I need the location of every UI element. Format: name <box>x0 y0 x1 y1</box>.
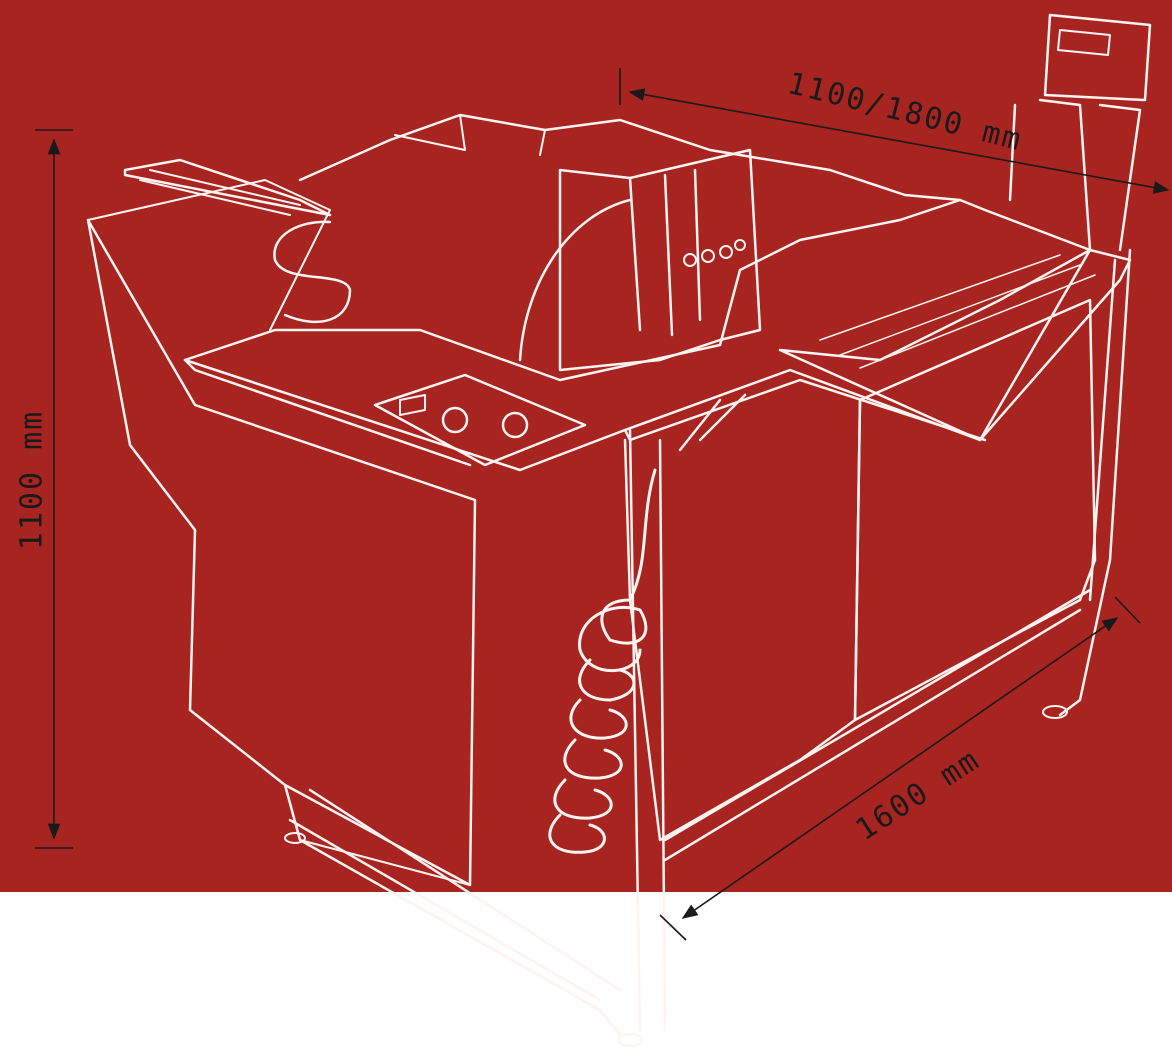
estop-button <box>501 411 529 439</box>
dimension-lines <box>35 68 1170 941</box>
machine-line-art <box>86 13 1152 1047</box>
left-cabinet <box>86 218 477 887</box>
cabinet-center-column <box>628 428 667 1032</box>
display-tower <box>1043 13 1152 102</box>
valve-4 <box>734 239 746 251</box>
valve-2 <box>701 249 715 263</box>
rear-rail-bar <box>139 169 301 216</box>
rear-top-edge <box>394 114 546 156</box>
foot-left <box>284 832 306 844</box>
hose-nozzle <box>678 393 747 452</box>
rear-rail <box>123 158 332 217</box>
depth-arrow <box>681 617 1119 919</box>
right-table <box>778 248 1132 442</box>
control-plate <box>373 373 587 467</box>
central-pedestal <box>558 148 762 372</box>
right-table-grid <box>819 254 1096 369</box>
control-knob <box>399 394 426 416</box>
valve-3 <box>719 245 733 259</box>
depth-tick-right <box>1114 596 1141 624</box>
right-leg <box>1058 248 1132 717</box>
base-crossbar <box>299 839 471 886</box>
base-frame <box>283 783 622 1037</box>
coiled-hose <box>548 468 657 854</box>
control-dial <box>441 406 469 434</box>
valve-1 <box>683 253 697 267</box>
left-cabinet-side <box>87 179 331 331</box>
table-front-edge <box>183 358 987 467</box>
depth-tick-left <box>659 914 687 941</box>
display-screen <box>1057 29 1111 56</box>
pedestal-arc <box>518 198 632 362</box>
height-dimension-label: 1100 mm <box>14 409 50 551</box>
foot-front <box>617 1033 643 1047</box>
pedestal-column <box>628 168 702 337</box>
main-table <box>183 198 1092 472</box>
hose-left <box>273 220 352 324</box>
width-arrow <box>628 88 1170 194</box>
